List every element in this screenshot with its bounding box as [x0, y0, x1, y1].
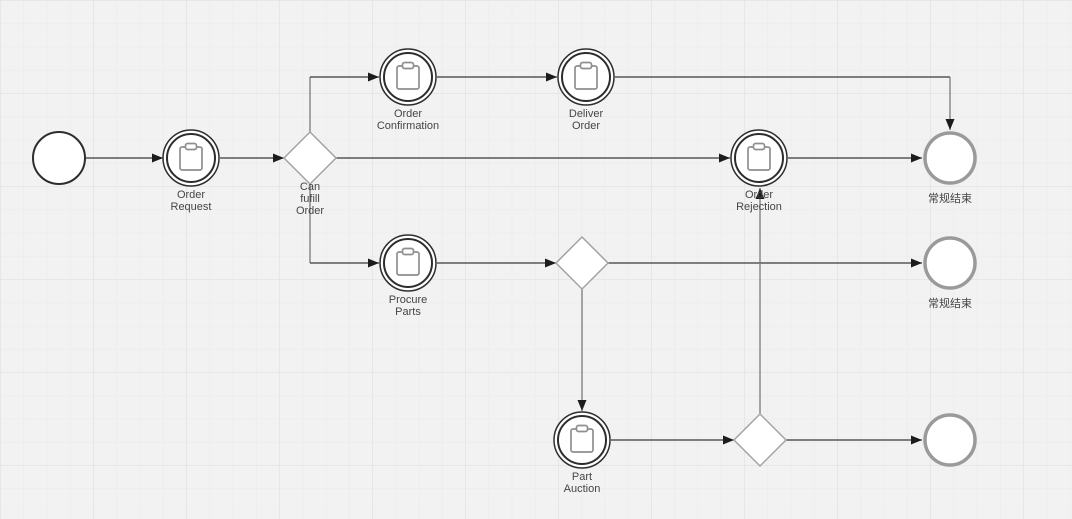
flow-start-to-order-request[interactable] [85, 153, 163, 163]
arrowhead-icon [368, 258, 379, 268]
arrowhead-icon [911, 435, 922, 445]
clipboard-clip-icon [401, 247, 415, 256]
node-label-line: fufill [300, 193, 320, 205]
arrowhead-icon [911, 258, 922, 268]
node-label-line: Confirmation [377, 120, 439, 132]
clipboard-icon [396, 65, 420, 90]
arrowhead-icon [719, 153, 730, 163]
clipboard-clip-icon [579, 61, 593, 70]
arrowhead-icon [368, 72, 379, 82]
gateway-gateway-bottom[interactable] [732, 412, 788, 468]
gateway-diamond [554, 235, 610, 291]
flow-gateway-3-to-end-3[interactable] [786, 435, 922, 445]
end-end-event-1[interactable]: 常规结束 [923, 131, 977, 205]
end-event-circle [923, 131, 977, 185]
clipboard-clip-icon [575, 424, 589, 433]
clipboard-icon [574, 65, 598, 90]
end-event-circle [923, 236, 977, 290]
clipboard-clip-icon [184, 142, 198, 151]
gateway-gateway-middle[interactable] [554, 235, 610, 291]
arrowhead-icon [546, 72, 557, 82]
node-label-line: Order [394, 108, 422, 120]
node-label-line: Rejection [736, 201, 782, 213]
flow-gateway-3-to-order-rejection[interactable] [755, 188, 765, 414]
start-event-circle [32, 131, 86, 185]
node-label-line: Request [171, 201, 212, 213]
gateway-diamond [732, 412, 788, 468]
flow-order-rejection-to-end-1[interactable] [788, 153, 922, 163]
arrowhead-icon [545, 258, 556, 268]
node-label: 常规结束 [928, 191, 972, 205]
clipboard-clip-icon [401, 61, 415, 70]
clipboard-clip-icon [752, 142, 766, 151]
flow-procure-parts-to-gateway-2[interactable] [437, 258, 556, 268]
arrowhead-icon [945, 119, 955, 130]
node-label-line: Parts [395, 306, 421, 318]
node-label-line: Order [177, 189, 205, 201]
flow-gateway-2-to-part-auction[interactable] [577, 289, 587, 411]
flow-gateway-2-to-end-2[interactable] [608, 258, 922, 268]
end-event-circle [923, 413, 977, 467]
arrowhead-icon [152, 153, 163, 163]
clipboard-icon [179, 146, 203, 171]
node-label-line: Procure [389, 294, 428, 306]
end-end-event-2[interactable]: 常规结束 [923, 236, 977, 310]
clipboard-icon [747, 146, 771, 171]
arrowhead-icon [755, 188, 765, 199]
node-label: 常规结束 [928, 296, 972, 310]
node-label-line: Part [572, 471, 592, 483]
flow-order-request-to-gateway[interactable] [220, 153, 284, 163]
node-label-line: 常规结束 [928, 191, 972, 205]
node-label-line: Can [300, 181, 320, 193]
clipboard-icon [570, 428, 594, 453]
end-end-event-3[interactable] [923, 413, 977, 467]
clipboard-icon [396, 251, 420, 276]
flow-gateway-to-order-confirmation[interactable] [310, 72, 379, 82]
start-start-event[interactable] [32, 131, 86, 185]
gateway-diamond [282, 130, 338, 186]
flow-top-drop-into-end-1[interactable] [945, 77, 955, 130]
node-label-line: Deliver [569, 108, 604, 120]
flow-confirmation-to-deliver[interactable] [437, 72, 557, 82]
flow-gateway-to-order-rejection[interactable] [336, 153, 730, 163]
arrowhead-icon [577, 400, 587, 411]
flow-part-auction-to-gateway-3[interactable] [611, 435, 734, 445]
node-label-line: Order [745, 189, 773, 201]
arrowhead-icon [911, 153, 922, 163]
arrowhead-icon [273, 153, 284, 163]
node-label-line: Order [296, 205, 324, 217]
arrowhead-icon [723, 435, 734, 445]
node-label-line: Order [572, 120, 600, 132]
node-label-line: 常规结束 [928, 296, 972, 310]
node-label-line: Auction [564, 483, 601, 495]
flow-gateway-to-procure-parts[interactable] [310, 258, 379, 268]
